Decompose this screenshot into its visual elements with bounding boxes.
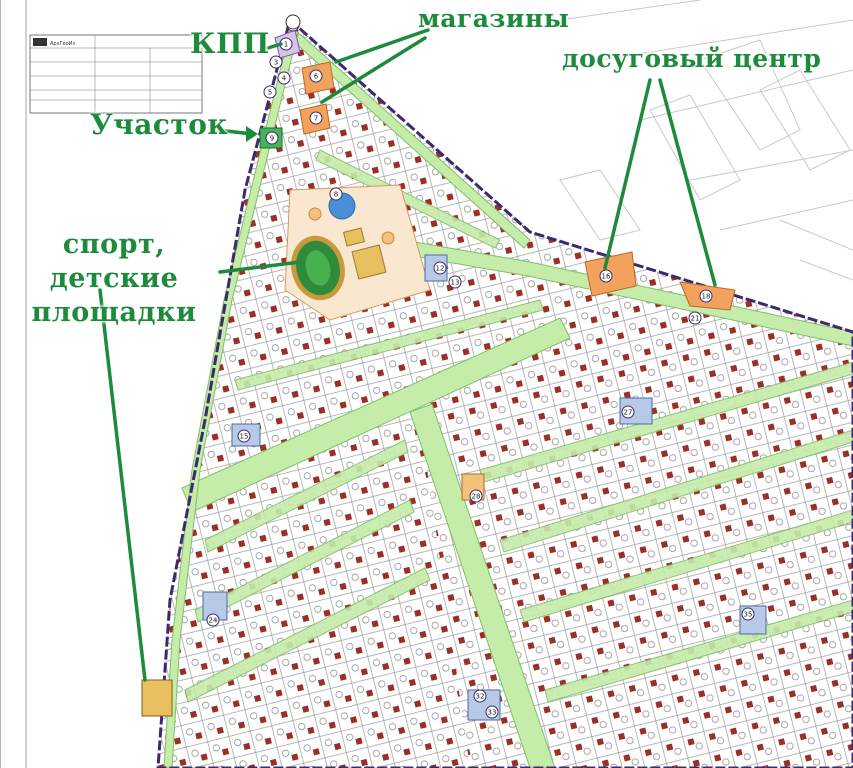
amenity-area xyxy=(284,184,431,321)
facility-badge: 4 xyxy=(277,71,291,85)
facility-badge: 8 xyxy=(329,187,343,201)
facility-badge: 3 xyxy=(269,55,283,69)
facility-badge-number: 32 xyxy=(476,693,485,701)
facility-badge-number: 15 xyxy=(240,433,249,441)
facility-badge-number: 6 xyxy=(314,73,319,81)
facility-badge-number: 1 xyxy=(284,41,288,49)
facility-24 xyxy=(202,591,228,621)
site-boundary xyxy=(156,17,853,768)
callout-plot: Участок xyxy=(90,108,229,141)
facility-badge: 35 xyxy=(741,607,755,621)
facility-badge: 27 xyxy=(621,405,635,419)
facility-badge-number: 28 xyxy=(472,493,481,501)
facility-badge: 28 xyxy=(469,489,483,503)
facility-badge-number: 8 xyxy=(334,191,338,199)
facility-badge-number: 5 xyxy=(268,89,272,97)
north-marker xyxy=(285,14,301,30)
facility-badge-number: 16 xyxy=(602,273,611,281)
facility-badge-number: 21 xyxy=(691,315,700,323)
callout-arrows xyxy=(98,28,717,682)
facility-badge-number: 33 xyxy=(488,709,497,717)
facility-badge: 6 xyxy=(309,69,323,83)
facility-badge: 21 xyxy=(688,311,702,325)
callout-shops: магазины xyxy=(418,4,570,33)
playground xyxy=(351,244,387,280)
facility-badge-number: 7 xyxy=(314,115,318,123)
facility-badge-number: 27 xyxy=(624,409,633,417)
title-block-company: АрхГеоИз xyxy=(50,41,75,47)
roads xyxy=(163,29,853,768)
facility-badge: 33 xyxy=(485,705,499,719)
facility-badge-number: 3 xyxy=(274,59,278,67)
facility-badge-number: 24 xyxy=(209,617,218,625)
callout-leisure-center: досуговый центр xyxy=(562,44,822,73)
facility-badge: 7 xyxy=(309,111,323,125)
surrounding-area xyxy=(559,0,853,281)
callout-checkpoint: КПП xyxy=(190,27,270,60)
facility-badge: 32 xyxy=(473,689,487,703)
facility-badge: 5 xyxy=(263,85,277,99)
facility-badge: 9 xyxy=(265,131,279,145)
facility-badge: 16 xyxy=(599,269,613,283)
facility-badge-number: 12 xyxy=(436,265,445,273)
facility-badge-number: 13 xyxy=(451,279,460,287)
title-block: АрхГеоИз xyxy=(0,0,203,768)
facility-badge: 15 xyxy=(237,429,251,443)
facility-badge-number: 18 xyxy=(702,293,711,301)
facility-badge: 12 xyxy=(433,261,447,275)
facility-badge: 13 xyxy=(448,275,462,289)
facility-badge-number: 9 xyxy=(270,135,274,143)
callout-sports-playgrounds: спорт, детские площадки xyxy=(31,229,197,328)
facility-badge-number: 35 xyxy=(744,611,753,619)
facility-badge-number: 4 xyxy=(282,75,287,83)
facility-badges: 123456789121315161821242728323335 xyxy=(206,18,755,719)
facility-badge: 18 xyxy=(699,289,713,303)
facility-badge: 24 xyxy=(206,613,220,627)
playground-south xyxy=(141,679,173,717)
